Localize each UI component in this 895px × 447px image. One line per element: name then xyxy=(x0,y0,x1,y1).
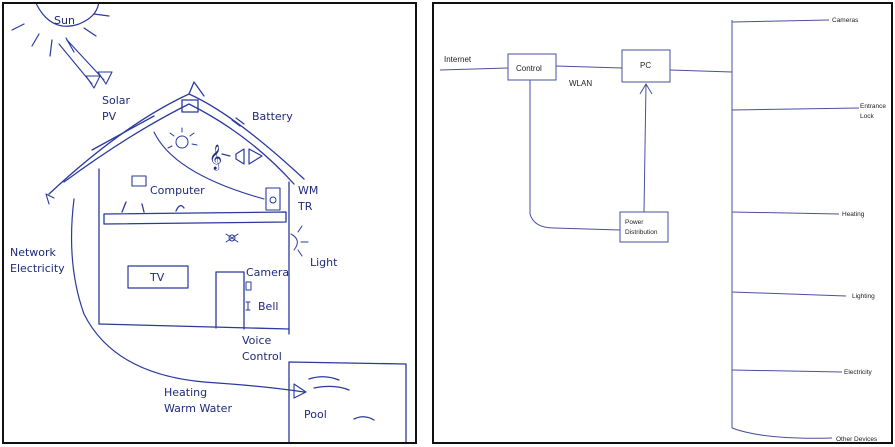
pool-label: Pool xyxy=(304,408,327,421)
smart-home-sketch: Sun Solar PV Battery 𝄞 xyxy=(2,2,417,444)
wlan-link xyxy=(556,66,622,68)
control-power-line xyxy=(530,80,620,230)
heating-branch xyxy=(732,212,839,214)
internet-line xyxy=(440,68,508,70)
heating-pipe xyxy=(72,199,304,392)
electricity-branch xyxy=(732,370,842,372)
sun-icon xyxy=(12,4,109,56)
speaker-icon xyxy=(222,149,262,164)
solar-label-2: PV xyxy=(102,110,117,123)
pc-label: PC xyxy=(640,61,651,70)
entrance-branch xyxy=(732,108,859,110)
network-label-2: Electricity xyxy=(10,262,65,275)
outdoor-light-icon xyxy=(291,226,308,256)
heating-label-1: Heating xyxy=(164,386,207,399)
light-label: Light xyxy=(310,256,338,269)
heating-label-2: Warm Water xyxy=(164,402,232,415)
ceiling-light-icon xyxy=(226,234,238,242)
wm-label: WM xyxy=(298,184,318,197)
entrance-label-2: Lock xyxy=(860,113,874,120)
house-roof xyxy=(49,82,304,194)
power-label-2: Distribution xyxy=(625,229,658,236)
computer-icon xyxy=(132,176,146,186)
sketch-canvas: Sun Solar PV Battery 𝄞 xyxy=(4,4,417,444)
music-note-icon: 𝄞 xyxy=(209,144,222,170)
bell-label: Bell xyxy=(258,300,278,313)
power-pc-arrow xyxy=(644,84,646,212)
voice-label-2: Control xyxy=(242,350,282,363)
block-canvas: Internet Control WLAN PC Power Distribut… xyxy=(434,4,893,444)
bell-icon xyxy=(246,302,250,310)
voice-label-1: Voice xyxy=(242,334,272,347)
sun-label: Sun xyxy=(54,14,75,27)
other-devices-label: Other Devices xyxy=(836,436,878,443)
cameras-branch xyxy=(732,20,829,22)
solar-label-1: Solar xyxy=(102,94,131,107)
electricity-label: Electricity xyxy=(844,369,873,376)
wlan-label: WLAN xyxy=(569,79,592,88)
network-arrow-head xyxy=(46,194,54,204)
sunlight-arrows xyxy=(59,40,112,88)
control-block-diagram: Internet Control WLAN PC Power Distribut… xyxy=(432,2,893,444)
washing-machine-drum xyxy=(270,197,276,203)
washing-machine-icon xyxy=(266,188,280,210)
heating-output-label: Heating xyxy=(842,211,865,218)
control-label: Control xyxy=(516,64,542,73)
network-label-1: Network xyxy=(10,246,57,259)
pool-outline xyxy=(289,362,406,444)
camera-icon xyxy=(246,282,251,290)
battery-label: Battery xyxy=(252,110,293,123)
internet-label: Internet xyxy=(444,55,472,64)
entrance-label-1: Entrance xyxy=(860,103,886,110)
camera-label: Camera xyxy=(246,266,289,279)
power-label-1: Power xyxy=(625,219,644,226)
tr-label: TR xyxy=(297,200,313,213)
pc-bus-link xyxy=(670,70,732,72)
power-distribution-box xyxy=(620,212,668,242)
attic-sun-icon xyxy=(168,128,197,148)
tv-label: TV xyxy=(149,271,165,284)
battery-icon xyxy=(232,118,244,126)
other-devices-branch xyxy=(732,428,832,438)
cameras-label: Cameras xyxy=(832,17,859,24)
lighting-branch xyxy=(732,292,846,296)
computer-label: Computer xyxy=(150,184,205,197)
lighting-label: Lighting xyxy=(852,293,875,300)
